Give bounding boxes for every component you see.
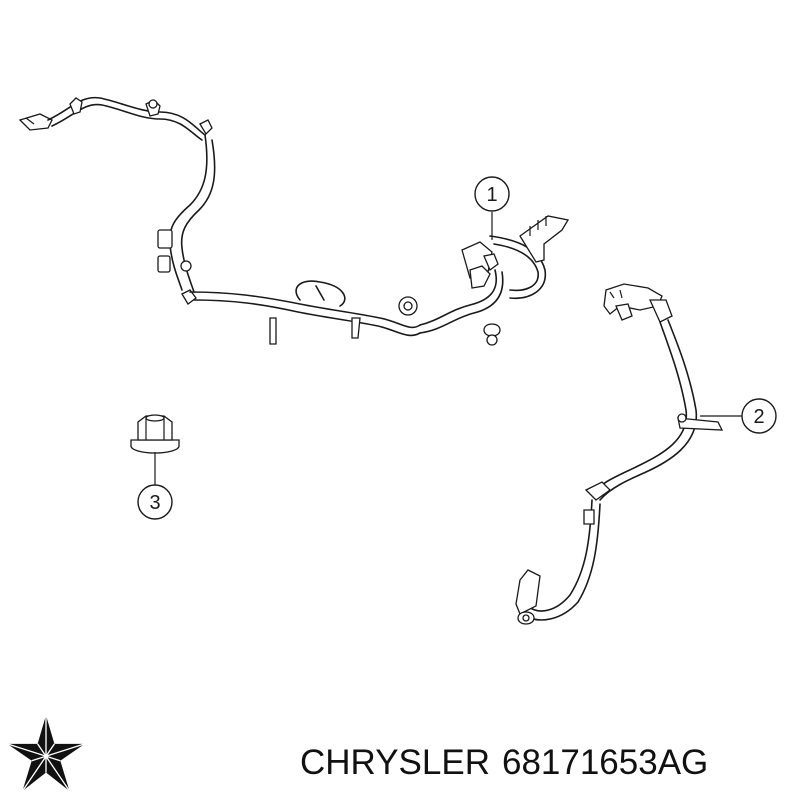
callout-2-label: 2 — [753, 406, 764, 428]
wiring-harness-part-1 — [18, 96, 570, 346]
harness-connector-cluster — [461, 215, 570, 299]
harness-loop — [295, 280, 346, 307]
chrysler-pentastar-logo-icon — [7, 715, 85, 792]
flange-nut-part-3 — [130, 414, 180, 454]
callout-2: 2 — [700, 398, 777, 434]
harness-clip — [69, 97, 83, 115]
part-number: 68171653AG — [501, 743, 709, 782]
cable-main-run — [591, 321, 688, 496]
cable-top-terminal — [603, 283, 663, 315]
callout-3-label: 3 — [149, 492, 160, 514]
harness-left-terminal — [18, 113, 53, 131]
cable-lower-run — [527, 499, 593, 612]
part-caption: CHRYSLER 68171653AG — [300, 738, 800, 788]
battery-cable-part-2 — [515, 283, 724, 625]
harness-descending-run — [168, 134, 208, 291]
callout-1-label: 1 — [486, 184, 497, 206]
harness-right-tail — [419, 269, 497, 326]
harness-clip — [199, 119, 213, 136]
cable-bottom-terminal — [515, 569, 541, 615]
callout-3: 3 — [137, 452, 173, 520]
harness-bracket — [269, 317, 277, 345]
harness-lower-run — [189, 291, 421, 329]
cable-tie-clip — [677, 417, 724, 431]
callout-1: 1 — [474, 176, 510, 240]
brand-name: CHRYSLER — [300, 743, 490, 782]
harness-connector-block — [157, 229, 173, 249]
harness-eyelet — [483, 323, 501, 337]
harness-connector-block — [157, 255, 171, 273]
